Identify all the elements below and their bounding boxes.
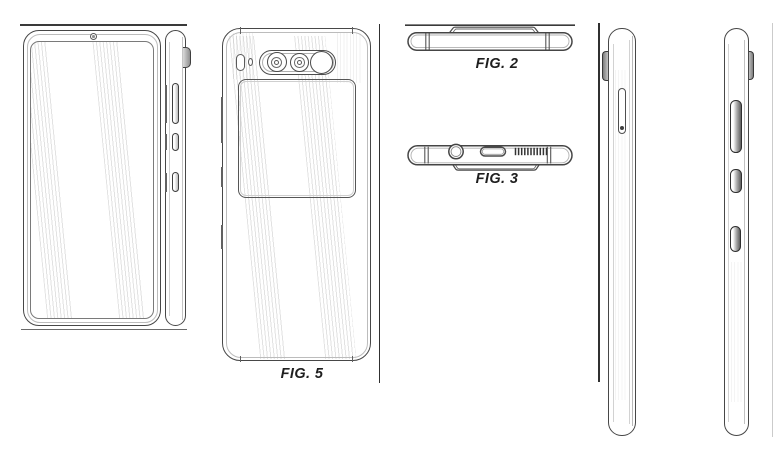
antenna-line — [352, 27, 354, 34]
camera-bump-side-icon — [182, 47, 191, 68]
power-button — [730, 169, 742, 193]
secondary-display-inner-line — [240, 81, 354, 196]
side-shading — [615, 70, 626, 400]
side-shading — [731, 262, 742, 402]
figure-divider-line — [598, 23, 600, 382]
speaker-grille-icon — [514, 147, 548, 156]
bottom-border-line — [21, 329, 187, 331]
camera-lens-ring-icon — [271, 56, 282, 68]
fig2-label: FIG. 2 — [475, 56, 519, 72]
camera-bump-inner-line — [451, 28, 537, 35]
top-view-outline — [407, 32, 573, 51]
power-button — [171, 133, 179, 151]
usb-c-port-inner-line — [481, 148, 505, 155]
strip-contour-line — [181, 37, 183, 320]
camera-bump-inner-line — [454, 163, 538, 170]
camera-lens-ring-icon — [294, 57, 305, 68]
mic-hole-icon — [247, 57, 253, 66]
front-screen — [30, 41, 154, 319]
front-phone-outline — [23, 30, 161, 326]
fig3-label: FIG. 3 — [475, 171, 519, 187]
fig5-label: FIG. 5 — [280, 366, 324, 382]
sim-pinhole-icon — [620, 126, 625, 131]
antenna-line — [239, 355, 241, 362]
camera-lens-dot-icon — [274, 59, 279, 65]
secondary-display — [238, 79, 356, 198]
front-camera-dot-icon — [92, 35, 95, 38]
back-phone-outline — [222, 28, 371, 361]
strip-contour-line — [168, 42, 170, 316]
bottom-view-drawing — [407, 143, 573, 171]
headphone-jack-inner-ring — [450, 146, 462, 157]
side-contour-line — [631, 36, 633, 426]
antenna-line — [239, 27, 241, 34]
antenna-line — [352, 355, 354, 362]
side-contour-line — [628, 40, 630, 424]
camera-lens-dot-icon — [297, 59, 302, 65]
side-contour-line — [728, 44, 729, 422]
screen-shading-band — [91, 42, 148, 318]
edge-button-mark — [220, 225, 223, 249]
sim-tray — [617, 88, 627, 134]
assistant-button — [729, 226, 742, 252]
figure-divider-line-faint — [771, 23, 774, 437]
screen-shading-band — [31, 42, 74, 318]
camera-bump-side-icon — [746, 51, 755, 80]
edge-button-mark — [165, 173, 168, 192]
edge-button-mark — [220, 97, 223, 143]
volume-button — [171, 83, 179, 124]
side-contour-line — [744, 40, 745, 424]
top-view-drawing — [405, 24, 575, 51]
edge-button-mark — [165, 85, 168, 123]
top-border-line — [20, 24, 187, 26]
usb-c-port-icon — [479, 146, 507, 157]
back-inner-frame — [225, 31, 368, 358]
figure-divider-line — [378, 24, 381, 383]
top-view-inner-line — [410, 34, 570, 49]
volume-button — [730, 100, 742, 153]
side-contour-line — [612, 44, 614, 422]
edge-button-mark — [220, 167, 223, 187]
flash-icon — [236, 54, 245, 71]
assistant-button — [171, 172, 179, 192]
camera-lens-large-icon — [310, 50, 333, 74]
edge-button-mark — [165, 134, 168, 150]
camera-bump-side-icon — [601, 51, 610, 81]
